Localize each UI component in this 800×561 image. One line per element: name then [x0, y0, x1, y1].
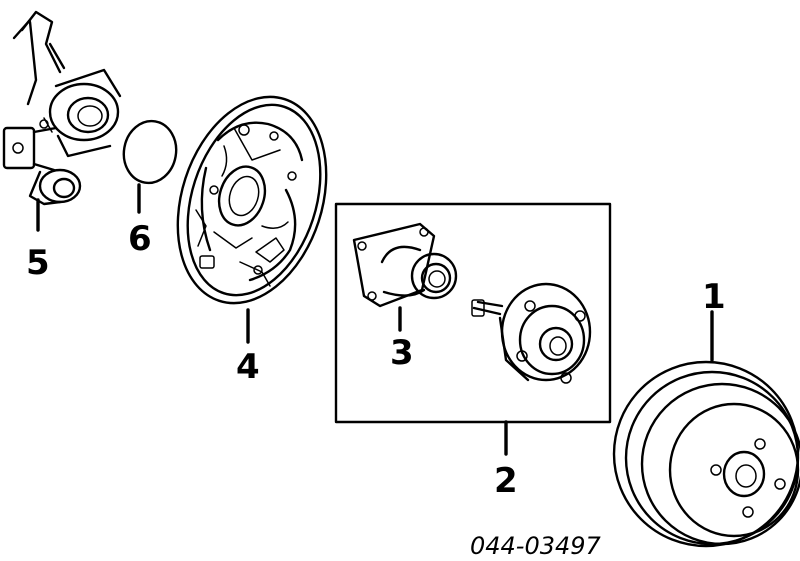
callout-4: 4 [236, 347, 260, 387]
backing-plate-part-4 [176, 95, 328, 305]
knuckle-part-5 [2, 10, 122, 206]
wheel-hub [471, 282, 592, 384]
callout-5: 5 [26, 243, 50, 283]
callout-2: 2 [494, 461, 518, 501]
diagram-reference-code: 044-03497 [470, 532, 602, 560]
callout-3: 3 [390, 333, 414, 373]
brake-drum-part-1 [612, 360, 800, 548]
bearing-part-3 [352, 222, 458, 308]
callout-1: 1 [702, 277, 726, 317]
callout-6: 6 [128, 219, 152, 259]
hub-assembly-box [334, 202, 612, 424]
o-ring-part-6 [122, 119, 178, 185]
